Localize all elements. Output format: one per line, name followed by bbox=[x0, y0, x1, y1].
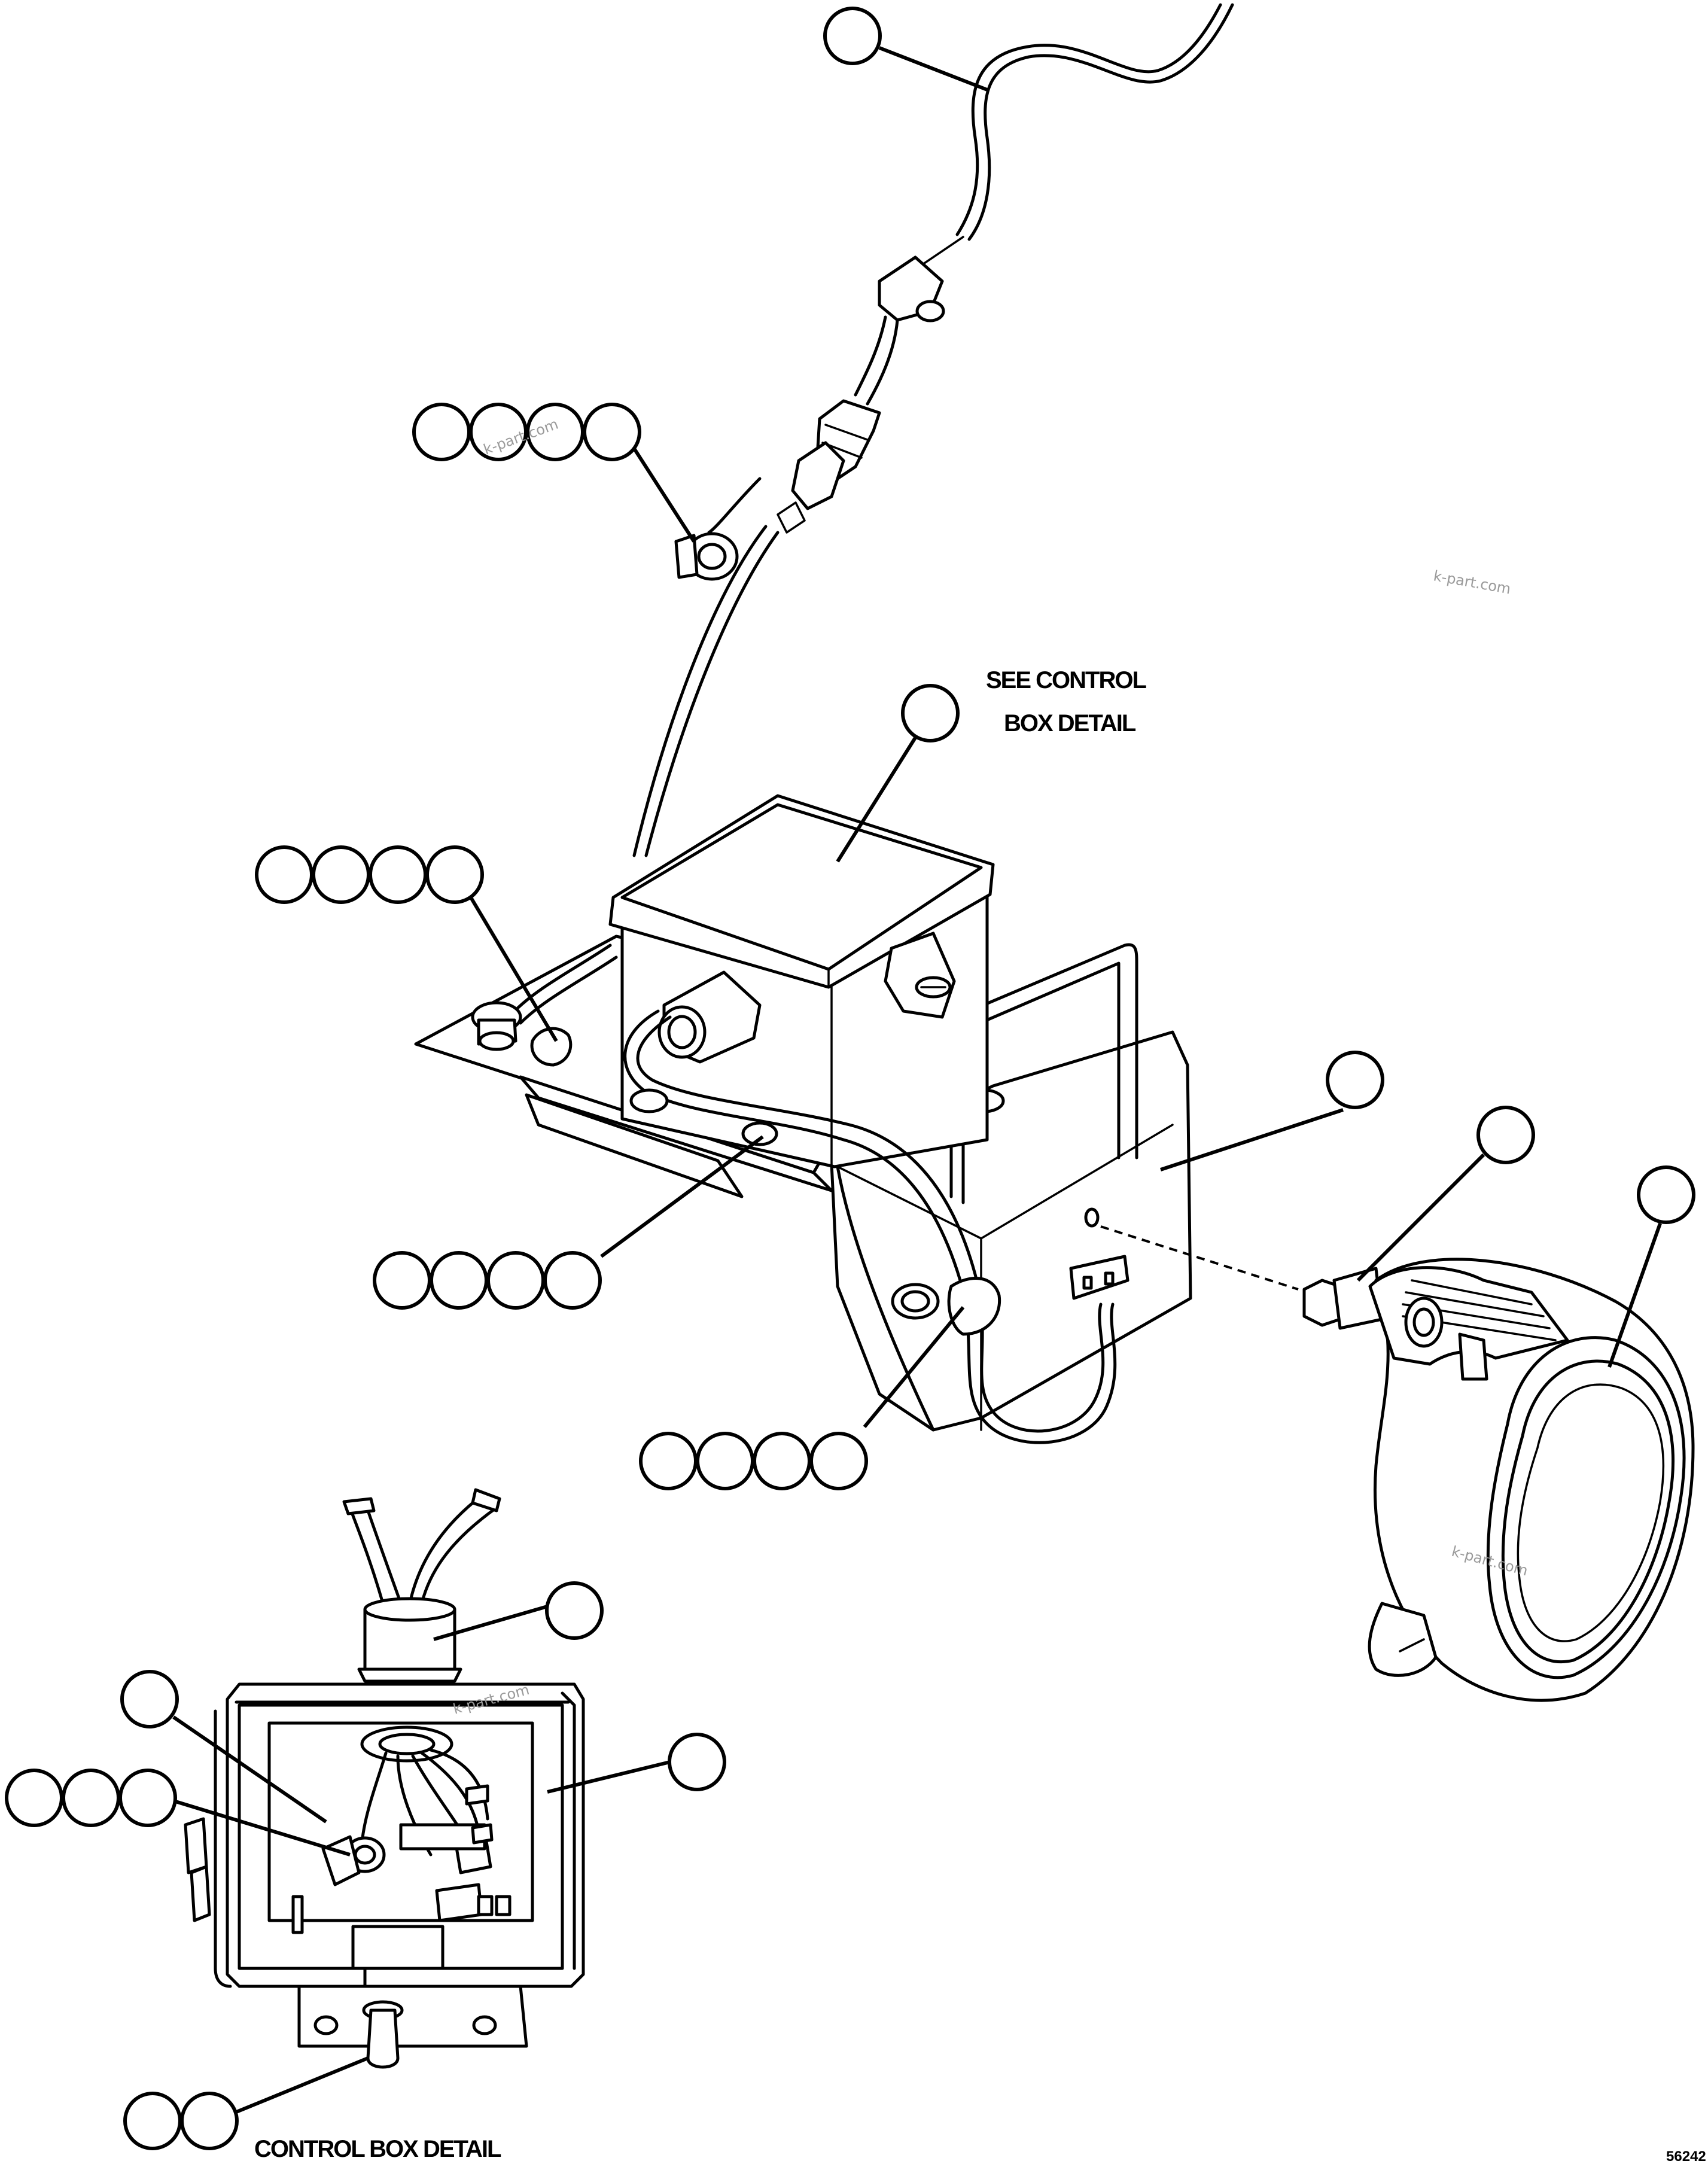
callout-bubble bbox=[373, 1251, 431, 1310]
callout-bubble bbox=[1326, 1051, 1384, 1109]
text-labels: SEE CONTROL BOX DETAIL CONTROL BOX DETAI… bbox=[254, 667, 1706, 2165]
callout-bubble bbox=[823, 7, 882, 65]
callout-bubble bbox=[369, 845, 427, 904]
box-wiring bbox=[471, 944, 1117, 1444]
callout-bubbles bbox=[5, 7, 1695, 2150]
box-detail-label: BOX DETAIL bbox=[1004, 710, 1136, 736]
control-box-detail-label: CONTROL BOX DETAIL bbox=[254, 2136, 501, 2162]
work-lamp bbox=[1100, 1225, 1695, 1702]
callout-bubble bbox=[543, 1251, 602, 1310]
callout-bubble bbox=[5, 1769, 63, 1827]
see-control-label: SEE CONTROL bbox=[986, 667, 1146, 693]
callout-bubble bbox=[180, 2092, 239, 2150]
callout-bubble bbox=[430, 1251, 488, 1310]
callout-bubble bbox=[1476, 1106, 1535, 1164]
callout-bubble bbox=[255, 845, 313, 904]
callout-bubble bbox=[545, 1581, 604, 1640]
callout-bubble bbox=[62, 1769, 120, 1827]
leader-lines bbox=[172, 46, 1662, 2114]
callout-bubble bbox=[753, 1432, 811, 1490]
callout-bubble bbox=[583, 403, 641, 461]
callout-bubble bbox=[120, 1670, 179, 1728]
callout-bubble bbox=[425, 845, 484, 904]
callout-bubble bbox=[118, 1769, 177, 1827]
harness-cable bbox=[632, 3, 1234, 857]
callout-bubble bbox=[312, 845, 370, 904]
callout-bubble bbox=[123, 2092, 182, 2150]
callout-bubble bbox=[1637, 1165, 1695, 1224]
callout-bubble bbox=[486, 1251, 545, 1310]
watermark: k-part.com bbox=[1432, 567, 1512, 597]
control-box-detail bbox=[184, 1488, 585, 2069]
callout-bubble bbox=[668, 1733, 726, 1791]
drawing-number: 56242 bbox=[1666, 2148, 1706, 2165]
callout-bubble bbox=[809, 1432, 868, 1490]
callout-bubble bbox=[639, 1432, 698, 1490]
control-box bbox=[608, 794, 995, 1168]
callout-bubble bbox=[901, 684, 960, 742]
callout-bubble bbox=[696, 1432, 754, 1490]
callout-bubble bbox=[412, 403, 471, 461]
